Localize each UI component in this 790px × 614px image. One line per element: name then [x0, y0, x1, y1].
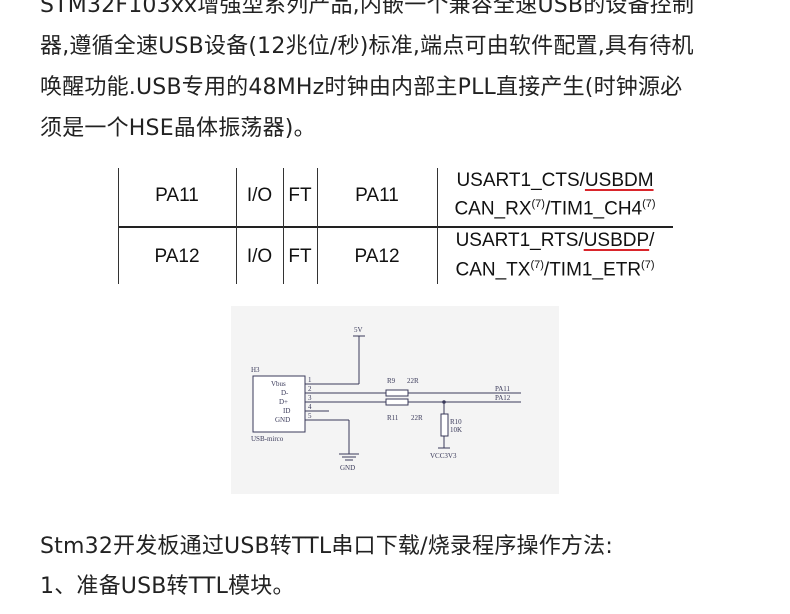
table-col-divider	[283, 168, 284, 284]
table-border-left	[118, 168, 119, 284]
pin-number: 4	[308, 403, 312, 411]
pin-label-gnd: GND	[275, 416, 290, 424]
resistor-r11	[385, 398, 409, 406]
alt-function-text: /TIM1_CH4	[544, 198, 643, 220]
junction-dot	[442, 400, 446, 404]
table-row-divider	[118, 226, 673, 228]
table-col-divider	[317, 168, 318, 284]
paragraph-line-3: 唤醒功能.USB专用的48MHz时钟由内部主PLL直接产生(时钟源必	[40, 75, 683, 100]
table-cell-io: I/O	[246, 185, 273, 206]
footnote-mark: (7)	[641, 259, 655, 271]
table-cell-alt-function: CAN_RX(7)/TIM1_CH4(7)	[437, 198, 673, 220]
alt-function-text: /	[649, 230, 655, 251]
pin-number: 1	[308, 376, 312, 384]
table-cell-alt-function: USART1_CTS/USBDM	[437, 170, 673, 192]
table-cell-alt-function: CAN_TX(7)/TIM1_ETR(7)	[437, 259, 673, 281]
table-cell-pin: PA11	[155, 185, 199, 206]
footnote-mark: (7)	[530, 259, 544, 271]
paragraph-line-4: 须是一个HSE晶体振荡器)。	[40, 116, 316, 141]
table-cell-ft: FT	[288, 185, 312, 206]
pin-label-dp: D+	[279, 398, 288, 406]
resistor-r9	[385, 389, 409, 397]
pin-number: 5	[308, 412, 312, 420]
pin-definition-table: PA11 I/O FT PA11 USART1_CTS/USBDM CAN_RX…	[118, 168, 673, 286]
table-cell-io: I/O	[246, 246, 273, 267]
pin-number: 3	[308, 394, 312, 402]
table-cell-main-function: PA11	[355, 185, 399, 206]
table-cell-alt-function: USART1_RTS/USBDP/	[437, 230, 673, 252]
r10-value: 10K	[450, 426, 462, 434]
alt-function-text: CAN_TX	[455, 259, 531, 281]
table-cell-ft: FT	[288, 246, 312, 267]
connector-name: USB-mirco	[251, 435, 284, 443]
instruction-heading: Stm32开发板通过USB转TTL串口下载/烧录程序操作方法:	[40, 534, 613, 559]
paragraph-line-1: STM32F103xx增强型系列产品,内嵌一个兼容全速USB的设备控制	[40, 0, 695, 18]
r9-value: 22R	[407, 377, 419, 385]
power-5v-label: 5V	[354, 326, 363, 334]
pin-label-dm: D-	[281, 389, 289, 397]
resistor-r10	[440, 413, 449, 437]
pin-number: 2	[308, 385, 312, 393]
alt-function-text: CAN_RX	[454, 198, 532, 220]
pin-label-id: ID	[283, 407, 290, 415]
net-label-pa11: PA11	[495, 385, 511, 393]
footnote-mark: (7)	[642, 198, 656, 210]
table-col-divider	[236, 168, 237, 284]
footnote-mark: (7)	[531, 198, 545, 210]
r10-label: R10	[450, 418, 462, 426]
vcc-label: VCC3V3	[430, 452, 457, 460]
r11-label: R11	[387, 414, 399, 422]
alt-function-text: USART1_RTS/	[455, 230, 584, 251]
table-cell-pin: PA12	[154, 246, 200, 267]
alt-function-text: /TIM1_ETR	[543, 259, 642, 281]
usb-connector-body	[252, 375, 306, 433]
table-col-divider	[437, 168, 438, 284]
usb-schematic: H3 Vbus D- D+ ID GND 1 2 3 4 5 USB-mirco…	[251, 326, 521, 472]
gnd-label: GND	[340, 464, 355, 472]
instruction-step-1: 1、准备USB转TTL模块。	[40, 574, 295, 599]
net-label-pa12: PA12	[495, 394, 511, 402]
usbdm-highlight: USBDM	[584, 170, 654, 191]
usbdp-highlight: USBDP	[583, 230, 650, 251]
r9-label: R9	[387, 377, 396, 385]
alt-function-text: USART1_CTS/	[456, 170, 585, 191]
pin-label-vbus: Vbus	[271, 380, 286, 388]
table-cell-main-function: PA12	[354, 246, 400, 267]
paragraph-line-2: 器,遵循全速USB设备(12兆位/秒)标准,端点可由软件配置,具有待机	[40, 34, 694, 59]
usb-schematic-figure: H3 Vbus D- D+ ID GND 1 2 3 4 5 USB-mirco…	[231, 306, 559, 494]
r11-value: 22R	[411, 414, 423, 422]
connector-ref: H3	[251, 366, 260, 374]
